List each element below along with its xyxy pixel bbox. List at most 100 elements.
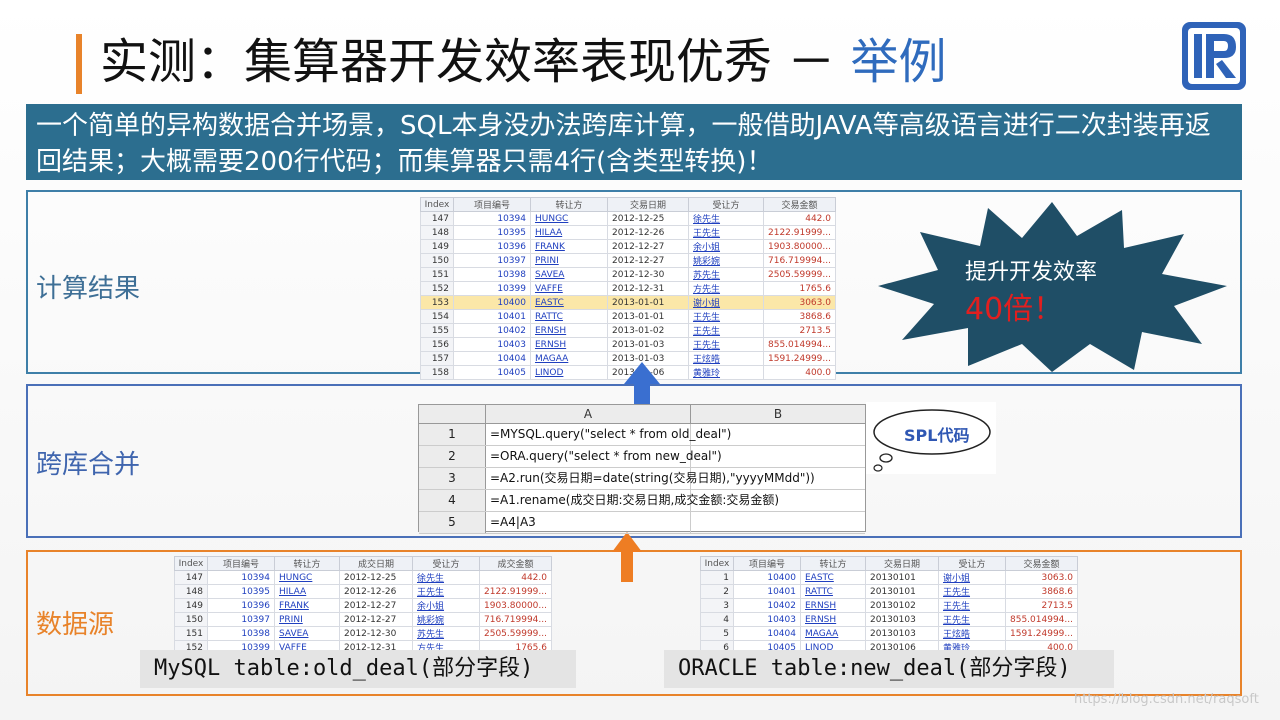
column-header[interactable]: 转让方 xyxy=(274,556,340,571)
column-header[interactable]: 项目编号 xyxy=(207,556,275,571)
table-cell[interactable]: 2012-12-31 xyxy=(607,281,689,296)
table-cell[interactable]: 10400 xyxy=(733,570,801,585)
column-header[interactable]: 项目编号 xyxy=(453,197,531,212)
table-cell[interactable]: 10394 xyxy=(453,211,531,226)
table-cell[interactable]: HILAA xyxy=(530,225,608,240)
table-cell[interactable]: PRINI xyxy=(530,253,608,268)
table-cell[interactable]: EASTC xyxy=(800,570,866,585)
table-cell[interactable]: 4 xyxy=(700,612,734,627)
table-cell[interactable]: 10404 xyxy=(453,351,531,366)
table-cell[interactable]: 1591.24999... xyxy=(1005,626,1078,641)
table-cell[interactable]: 10398 xyxy=(453,267,531,282)
code-cell-a[interactable]: =A1.rename(成交日期:交易日期,成交金额:交易金额) xyxy=(486,490,779,511)
table-cell[interactable]: 10403 xyxy=(453,337,531,352)
table-cell[interactable]: 余小姐 xyxy=(688,239,764,254)
table-cell[interactable]: HILAA xyxy=(274,584,340,599)
table-cell[interactable]: 1903.80000... xyxy=(479,598,552,613)
table-cell[interactable]: 2012-12-26 xyxy=(607,225,689,240)
table-cell[interactable]: 2013-01-01 xyxy=(607,309,689,324)
table-cell[interactable]: 10395 xyxy=(207,584,275,599)
table-cell[interactable]: 10396 xyxy=(207,598,275,613)
column-header[interactable]: 交易日期 xyxy=(865,556,939,571)
table-cell[interactable]: 10402 xyxy=(453,323,531,338)
code-cell-a[interactable]: =ORA.query("select * from new_deal") xyxy=(486,446,722,467)
table-cell[interactable]: HUNGC xyxy=(530,211,608,226)
code-cell-b[interactable] xyxy=(691,512,865,533)
table-cell[interactable]: 855.014994... xyxy=(1005,612,1078,627)
table-cell[interactable]: RATTC xyxy=(530,309,608,324)
table-cell[interactable]: 2 xyxy=(700,584,734,599)
column-header[interactable]: 成交金额 xyxy=(479,556,552,571)
code-col-b[interactable]: B xyxy=(773,407,783,421)
table-cell[interactable]: 716.719994... xyxy=(763,253,836,268)
table-cell[interactable]: 10398 xyxy=(207,626,275,641)
table-cell[interactable]: 158 xyxy=(420,365,454,380)
table-cell[interactable]: 20130103 xyxy=(865,626,939,641)
table-cell[interactable]: 10400 xyxy=(453,295,531,310)
table-cell[interactable]: 姚彩婉 xyxy=(688,253,764,268)
table-cell[interactable]: MAGAA xyxy=(800,626,866,641)
code-row-number[interactable]: 4 xyxy=(419,490,486,511)
column-header[interactable]: 交易日期 xyxy=(607,197,689,212)
table-cell[interactable]: 2012-12-27 xyxy=(339,598,413,613)
table-cell[interactable]: 10403 xyxy=(733,612,801,627)
table-cell[interactable]: 黄雅玲 xyxy=(688,365,764,380)
code-cell-b[interactable] xyxy=(691,468,865,489)
table-cell[interactable]: 400.0 xyxy=(763,365,836,380)
code-row-number[interactable]: 1 xyxy=(419,424,486,445)
table-cell[interactable]: 10401 xyxy=(453,309,531,324)
table-cell[interactable]: 王先生 xyxy=(688,323,764,338)
table-cell[interactable]: 王先生 xyxy=(688,225,764,240)
table-cell[interactable]: 1 xyxy=(700,570,734,585)
table-cell[interactable]: 151 xyxy=(420,267,454,282)
table-cell[interactable]: 王先生 xyxy=(412,584,480,599)
table-cell[interactable]: 442.0 xyxy=(763,211,836,226)
table-cell[interactable]: 716.719994... xyxy=(479,612,552,627)
table-cell[interactable]: 方先生 xyxy=(688,281,764,296)
column-header[interactable]: 转让方 xyxy=(530,197,608,212)
table-cell[interactable]: PRINI xyxy=(274,612,340,627)
table-cell[interactable]: 150 xyxy=(420,253,454,268)
table-cell[interactable]: FRANK xyxy=(530,239,608,254)
table-cell[interactable]: 10404 xyxy=(733,626,801,641)
column-header[interactable]: 转让方 xyxy=(800,556,866,571)
table-cell[interactable]: 1903.80000... xyxy=(763,239,836,254)
code-cell-a[interactable]: =MYSQL.query("select * from old_deal") xyxy=(486,424,731,445)
table-cell[interactable]: ERNSH xyxy=(530,337,608,352)
table-cell[interactable]: 2122.91999... xyxy=(763,225,836,240)
table-cell[interactable]: 徐先生 xyxy=(412,570,480,585)
table-cell[interactable]: 10399 xyxy=(453,281,531,296)
table-cell[interactable]: 855.014994... xyxy=(763,337,836,352)
table-cell[interactable]: 147 xyxy=(174,570,208,585)
table-cell[interactable]: 王炫皓 xyxy=(938,626,1006,641)
table-cell[interactable]: SAVEA xyxy=(274,626,340,641)
table-cell[interactable]: ERNSH xyxy=(800,612,866,627)
column-header[interactable]: 受让方 xyxy=(688,197,764,212)
table-cell[interactable]: 姚彩婉 xyxy=(412,612,480,627)
table-cell[interactable]: 157 xyxy=(420,351,454,366)
code-cell-b[interactable] xyxy=(691,424,865,445)
table-cell[interactable]: 156 xyxy=(420,337,454,352)
table-cell[interactable]: 王先生 xyxy=(938,612,1006,627)
table-cell[interactable]: 2012-12-27 xyxy=(607,253,689,268)
column-header[interactable]: 交易金额 xyxy=(763,197,836,212)
code-row-number[interactable]: 2 xyxy=(419,446,486,467)
table-cell[interactable]: 149 xyxy=(420,239,454,254)
table-cell[interactable]: 王先生 xyxy=(688,309,764,324)
table-cell[interactable]: 147 xyxy=(420,211,454,226)
table-cell[interactable]: 谢小姐 xyxy=(688,295,764,310)
column-header[interactable]: Index xyxy=(700,556,734,571)
code-col-a[interactable]: A xyxy=(486,405,691,423)
table-cell[interactable]: 20130102 xyxy=(865,598,939,613)
table-cell[interactable]: 余小姐 xyxy=(412,598,480,613)
